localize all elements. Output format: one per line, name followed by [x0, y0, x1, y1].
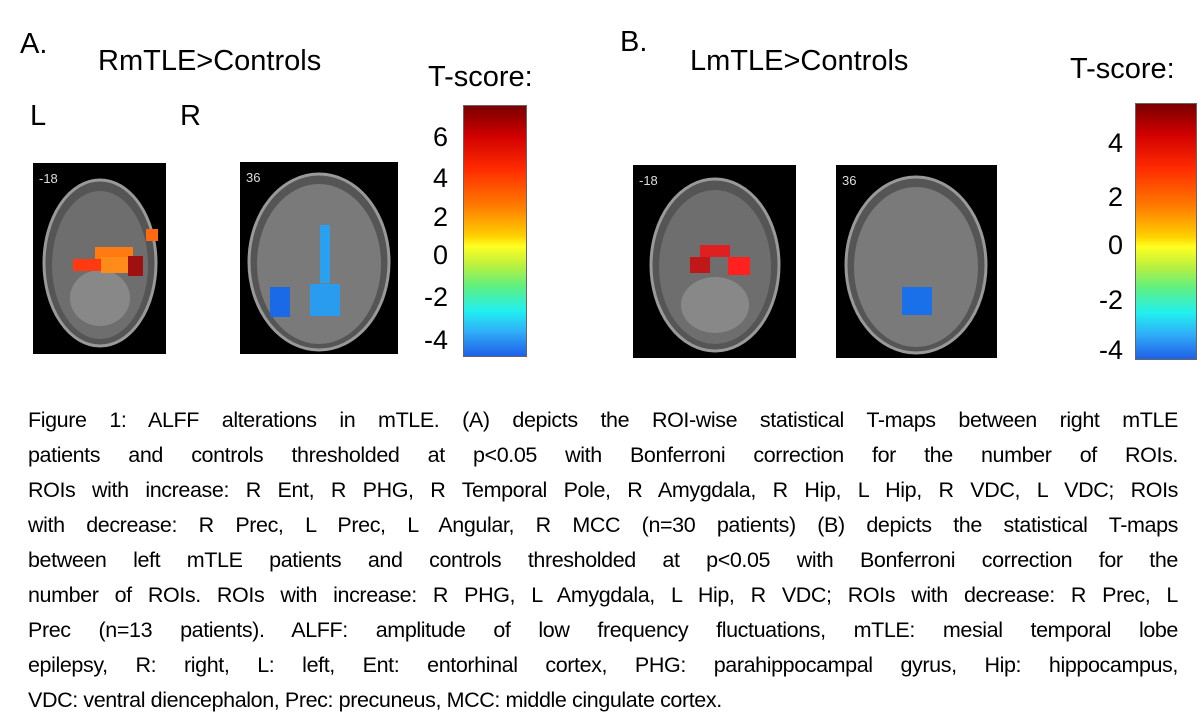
brain-image: [649, 177, 781, 353]
activation-increase: [700, 245, 730, 257]
slice-number: 36: [842, 173, 857, 188]
brain-slice-a-axial-superior: 36: [240, 162, 398, 354]
colorbar-tick: -2: [423, 282, 448, 312]
brain-image: [844, 175, 988, 355]
panel-a-colorbar-title: T-score:: [428, 61, 533, 93]
caption-line: VDC: ventral diencephalon, Prec: precune…: [28, 688, 722, 712]
colorbar-tick: -2: [1098, 285, 1123, 315]
colorbar-b: [1135, 103, 1197, 360]
caption-line: number of ROIs. ROIs with increase: R PH…: [28, 583, 1178, 607]
panel-a-label: A.: [20, 28, 48, 60]
panel-b-colorbar-title: T-score:: [1070, 53, 1175, 85]
caption-line: between left mTLE patients and controls …: [28, 548, 1178, 572]
brain-image: [42, 178, 158, 348]
colorbar-tick: 2: [1107, 182, 1123, 212]
panel-b-label: B.: [620, 26, 648, 58]
slice-number: -18: [39, 171, 58, 186]
brain-slice-a-axial-inferior: -18: [33, 163, 166, 354]
brain-slice-b-axial-superior: 36: [836, 165, 997, 358]
caption-line: ROIs with increase: R Ent, R PHG, R Temp…: [28, 478, 1178, 502]
colorbar-tick: -4: [423, 325, 448, 355]
colorbar-tick: 0: [432, 240, 448, 270]
activation-decrease: [320, 225, 330, 283]
caption-line: patients and controls thresholded at p<0…: [28, 443, 1178, 467]
colorbar-tick: 4: [1107, 128, 1123, 158]
caption-line: epilepsy, R: right, L: left, Ent: entorh…: [28, 653, 1178, 677]
caption-line: Figure 1: ALFF alterations in mTLE. (A) …: [28, 408, 1178, 432]
colorbar-tick: -4: [1098, 335, 1123, 365]
right-marker: R: [180, 100, 201, 132]
left-marker: L: [30, 100, 47, 132]
activation-increase: [95, 247, 133, 259]
figure-caption: Figure 1: ALFF alterations in mTLE. (A) …: [28, 403, 1178, 718]
colorbar-a: [463, 105, 527, 357]
caption-line: with decrease: R Prec, L Prec, L Angular…: [28, 513, 1178, 537]
activation-decrease: [902, 287, 932, 315]
colorbar-tick: 6: [432, 122, 448, 152]
slice-number: 36: [246, 170, 261, 185]
panel-b-title: LmTLE>Controls: [690, 45, 909, 77]
caption-line: Prec (n=13 patients). ALFF: amplitude of…: [28, 618, 1178, 642]
panel-a-title: RmTLE>Controls: [98, 45, 322, 77]
colorbar-tick: 0: [1107, 230, 1123, 260]
slice-number: -18: [639, 173, 658, 188]
colorbar-tick: 4: [432, 163, 448, 193]
colorbar-tick: 2: [432, 202, 448, 232]
brain-image: [247, 172, 391, 352]
brain-slice-b-axial-inferior: -18: [633, 165, 796, 358]
